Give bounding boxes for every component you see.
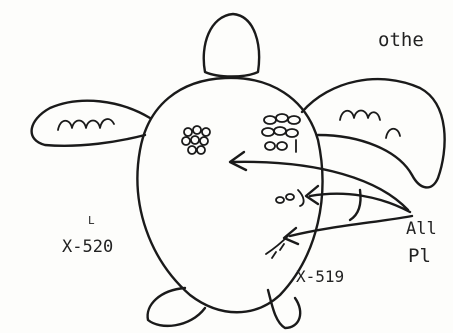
right-scute-cluster	[262, 114, 300, 152]
right-rear-flipper	[268, 290, 300, 328]
label-right-mid-1: All	[406, 219, 437, 239]
label-top-right: othe	[378, 29, 424, 51]
label-left-bottom: X-520	[62, 237, 113, 257]
left-scute-cluster	[182, 126, 210, 154]
right-flipper-scales	[340, 111, 400, 139]
left-flipper-scales	[58, 119, 114, 130]
label-right-mid-2: Pl	[408, 245, 431, 267]
turtle-head	[204, 14, 259, 77]
label-mid-bottom: X-519	[296, 267, 344, 286]
left-rear-flipper	[148, 288, 205, 326]
lower-shell-marks	[266, 190, 304, 258]
label-left-small: L	[88, 214, 95, 227]
left-front-flipper	[32, 101, 150, 146]
turtle-shell	[137, 78, 322, 312]
